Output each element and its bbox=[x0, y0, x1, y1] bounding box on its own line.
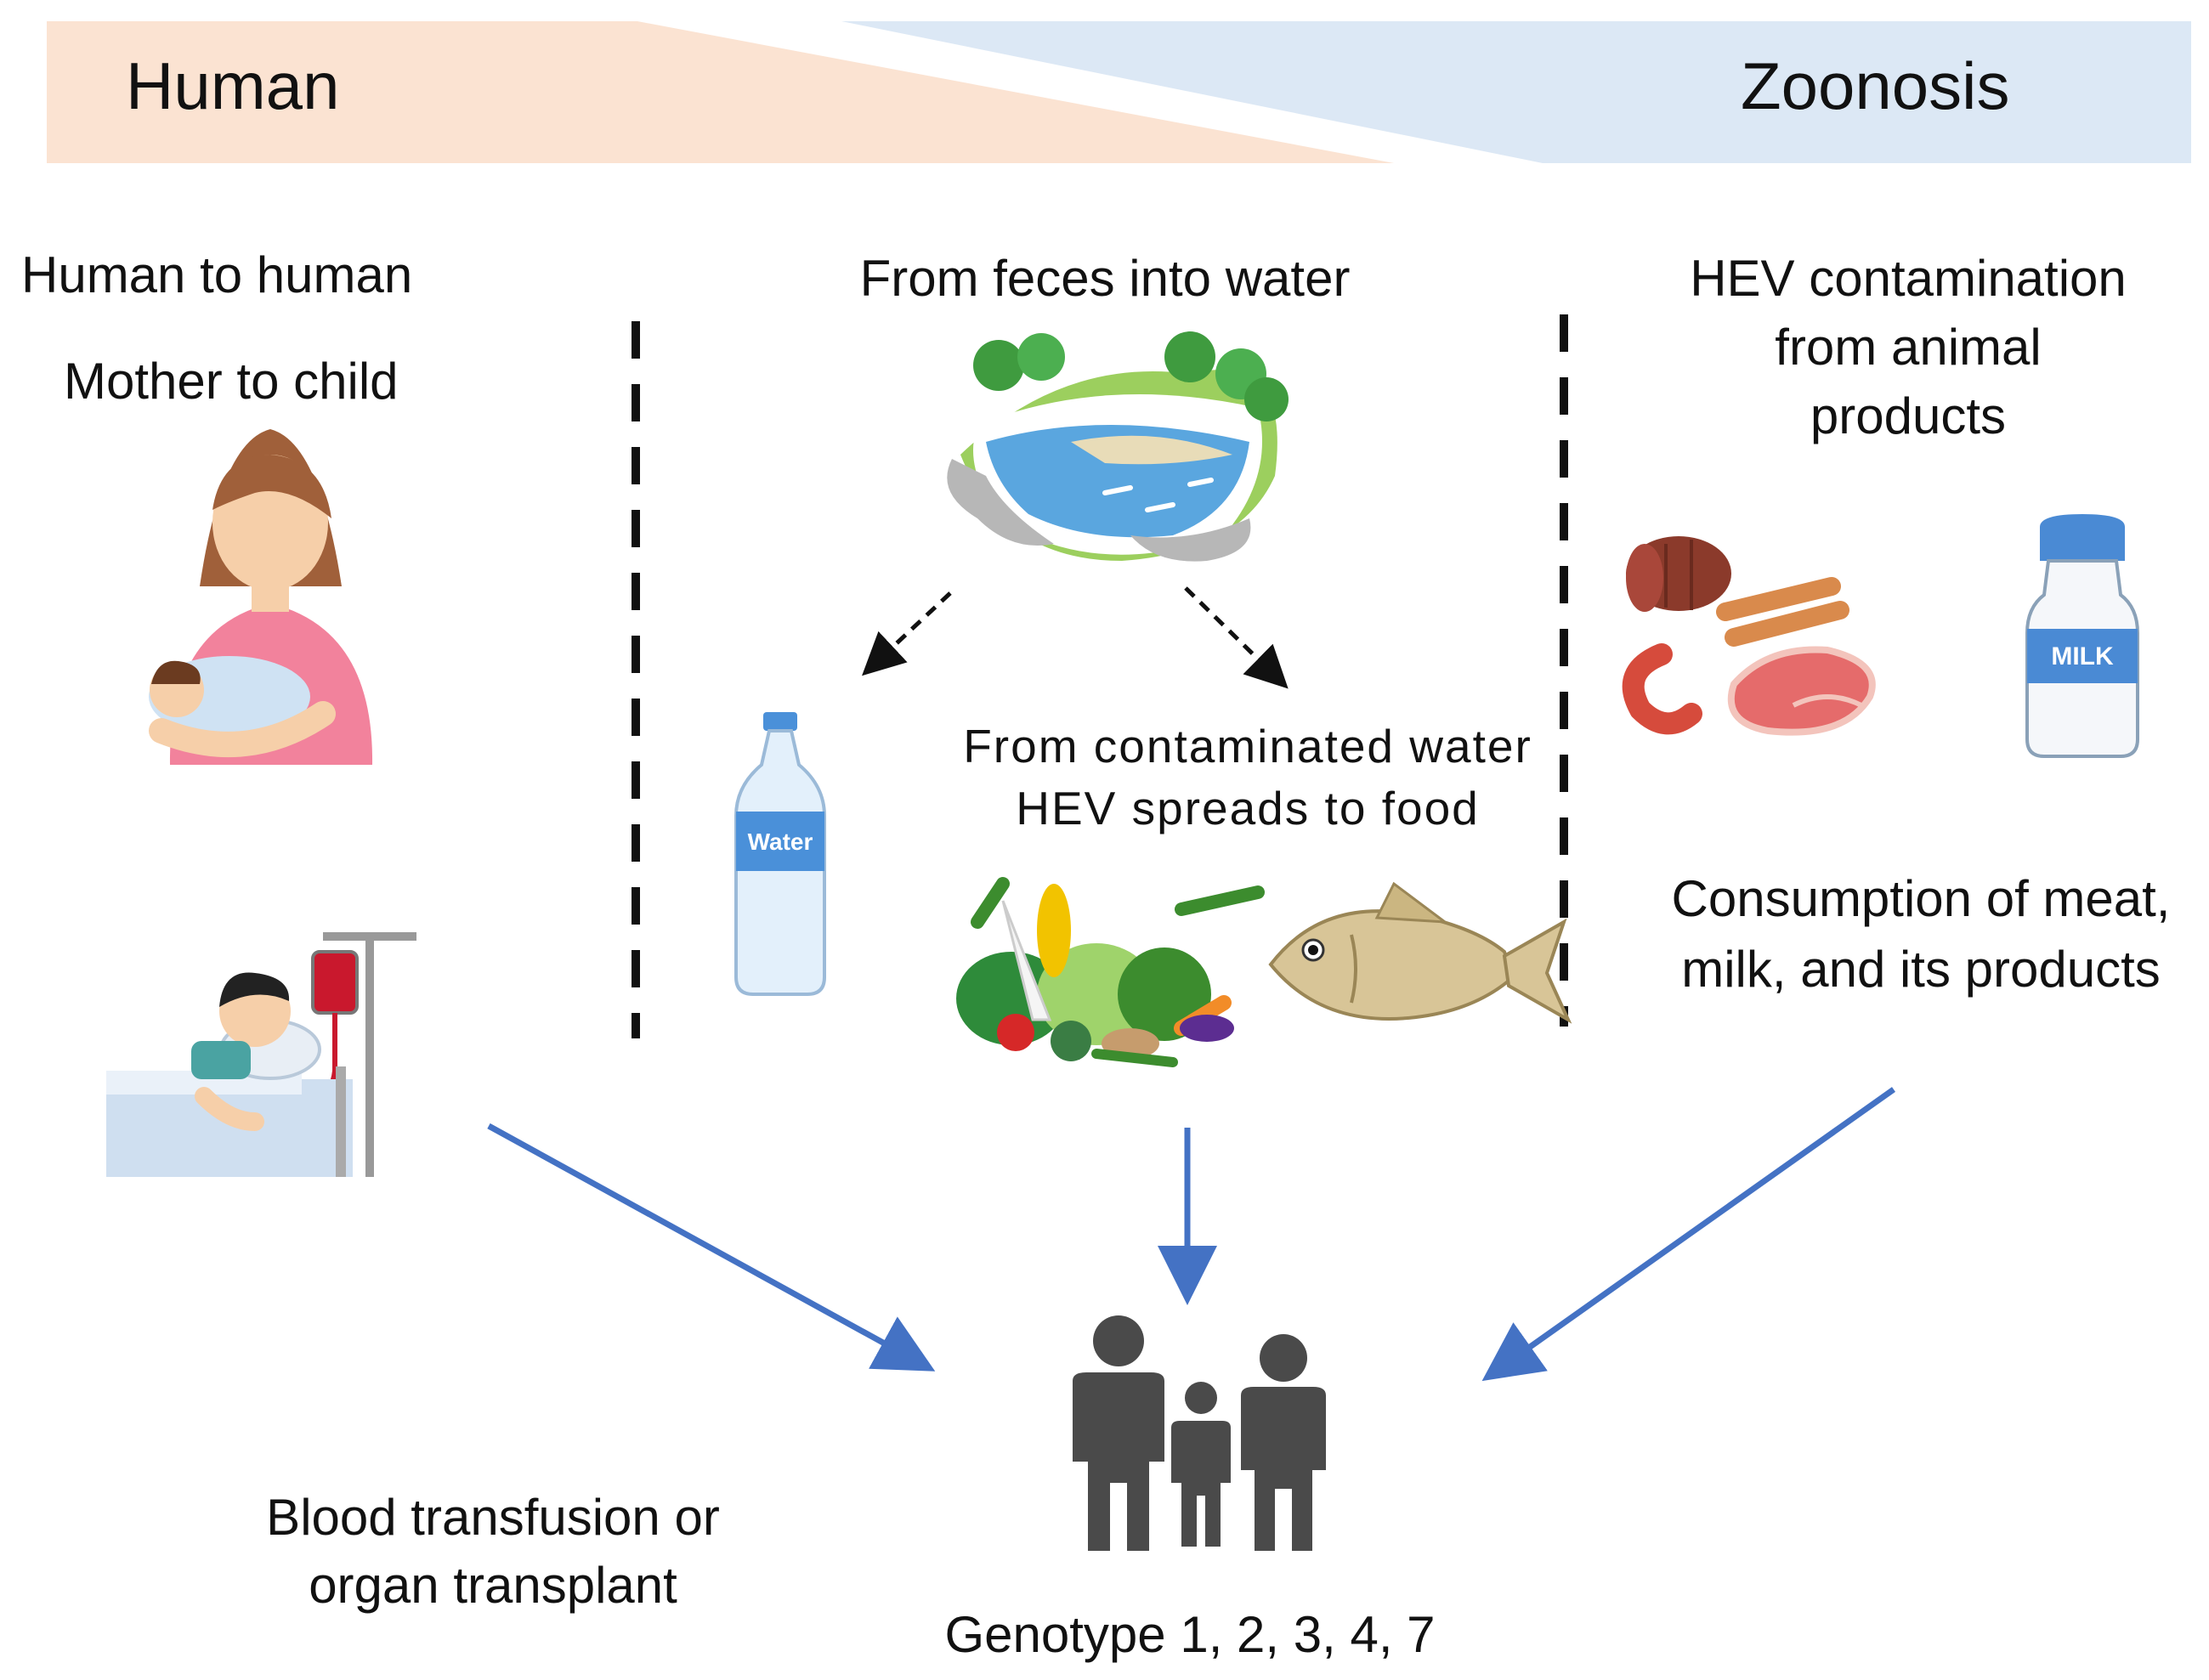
hev-contamination-line2: from animal bbox=[1775, 319, 2042, 376]
arrow-right-to-family bbox=[1481, 1087, 1896, 1382]
human-to-human-label: Human to human bbox=[21, 246, 413, 303]
feces-into-water-label: From feces into water bbox=[859, 250, 1351, 307]
milk-label: MILK bbox=[2051, 642, 2114, 670]
blood-transfusion-icon bbox=[106, 932, 416, 1177]
consumption-label-line2: milk, and its products bbox=[1681, 941, 2161, 998]
bottle-label: Water bbox=[748, 829, 813, 855]
zoonosis-banner bbox=[841, 21, 2191, 163]
consumption-label-line1: Consumption of meat, bbox=[1671, 870, 2171, 927]
hev-contamination-line1: HEV contamination bbox=[1690, 250, 2127, 307]
family-icon bbox=[1073, 1315, 1326, 1551]
fish-icon bbox=[1268, 881, 1572, 1024]
genotype-label: Genotype 1, 2, 3, 4, 7 bbox=[944, 1606, 1436, 1663]
river-landscape-icon bbox=[947, 331, 1289, 562]
mother-to-child-label: Mother to child bbox=[64, 353, 399, 410]
hev-contamination-line3: products bbox=[1810, 387, 2007, 444]
zoonosis-banner-label: Zoonosis bbox=[1741, 48, 2010, 123]
dashed-arrow-to-food bbox=[1184, 586, 1289, 689]
transfusion-label-line1: Blood transfusion or bbox=[266, 1489, 720, 1546]
water-bottle-icon: Water bbox=[734, 712, 826, 996]
contaminated-water-line1: From contaminated water bbox=[963, 720, 1532, 772]
arrow-left-to-family bbox=[487, 1123, 936, 1372]
transfusion-label-line2: organ transplant bbox=[309, 1557, 677, 1614]
vegetables-icon bbox=[956, 877, 1265, 1067]
human-banner-label: Human bbox=[126, 48, 340, 123]
human-banner bbox=[47, 21, 1394, 163]
mother-breastfeeding-icon bbox=[149, 429, 373, 765]
contaminated-water-line2: HEV spreads to food bbox=[1016, 782, 1480, 834]
meat-products-icon bbox=[1622, 536, 1876, 736]
milk-bottle-icon: MILK bbox=[2025, 514, 2139, 758]
dashed-arrow-to-bottle bbox=[862, 591, 952, 676]
